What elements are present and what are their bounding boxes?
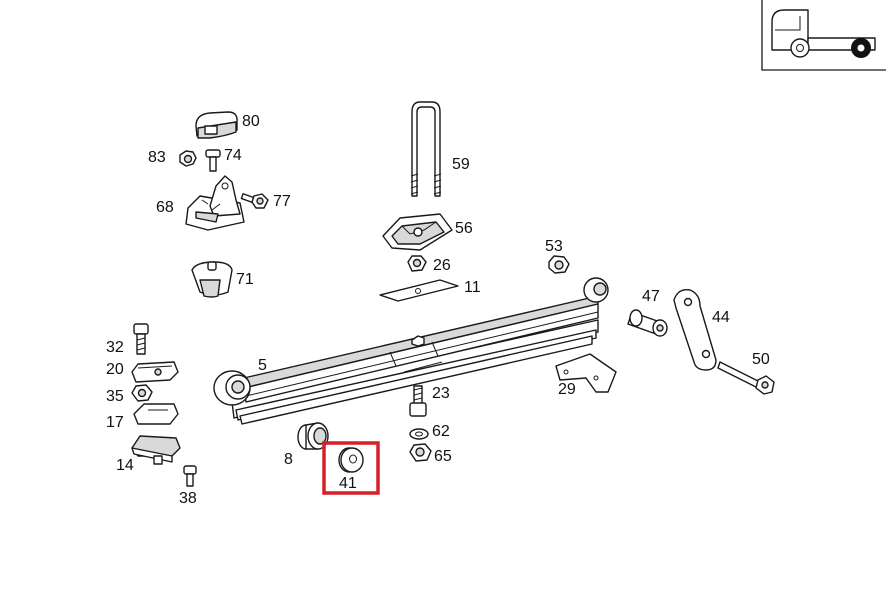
label-71: 71	[236, 271, 254, 288]
label-29: 29	[558, 381, 576, 398]
part-62-washer[interactable]	[409, 428, 429, 440]
part-32-bolt[interactable]	[133, 323, 149, 355]
part-20-plate[interactable]	[131, 361, 179, 383]
label-77: 77	[273, 193, 291, 210]
label-83: 83	[148, 149, 166, 166]
label-17: 17	[106, 414, 124, 431]
part-44-shackle[interactable]	[673, 289, 717, 371]
part-59-u-bolt[interactable]	[410, 101, 442, 197]
label-47: 47	[642, 288, 660, 305]
part-38-bolt[interactable]	[183, 465, 197, 487]
part-47-pin[interactable]	[627, 309, 668, 337]
label-59: 59	[452, 156, 470, 173]
part-17-pad[interactable]	[133, 403, 179, 425]
part-11-shim-plate[interactable]	[379, 279, 459, 302]
part-80-buffer[interactable]	[195, 111, 238, 139]
part-26-nut[interactable]	[407, 255, 427, 272]
label-5: 5	[258, 357, 267, 374]
part-50-bolt[interactable]	[717, 361, 775, 395]
part-65-nut[interactable]	[409, 443, 432, 462]
truck-rear-axle-icon	[761, 0, 886, 71]
label-20: 20	[106, 361, 124, 378]
part-29-bracket[interactable]	[555, 353, 617, 393]
label-11: 11	[464, 279, 481, 296]
part-41-bushing[interactable]	[338, 447, 364, 473]
part-35-nut[interactable]	[131, 384, 153, 402]
label-26: 26	[433, 257, 451, 274]
label-35: 35	[106, 388, 124, 405]
part-56-clamp-plate[interactable]	[382, 213, 453, 251]
label-23: 23	[432, 385, 450, 402]
label-80: 80	[242, 113, 260, 130]
label-74: 74	[224, 147, 242, 164]
label-50: 50	[752, 351, 770, 368]
label-41: 41	[339, 475, 357, 492]
part-23-bolt[interactable]	[409, 385, 427, 417]
highlight-box	[322, 441, 380, 495]
part-14-plate[interactable]	[131, 435, 181, 465]
part-68-bracket[interactable]	[185, 175, 245, 231]
part-74-bolt[interactable]	[205, 149, 221, 172]
part-83-nut[interactable]	[179, 150, 197, 167]
part-71-rubber-spring[interactable]	[191, 261, 233, 298]
label-44: 44	[712, 309, 730, 326]
label-38: 38	[179, 490, 197, 507]
label-8: 8	[284, 451, 293, 468]
part-5-leaf-spring[interactable]	[213, 277, 609, 425]
label-62: 62	[432, 423, 450, 440]
part-77-bolt[interactable]	[240, 193, 269, 209]
label-68: 68	[156, 199, 174, 216]
label-53: 53	[545, 238, 563, 255]
label-56: 56	[455, 220, 473, 237]
label-32: 32	[106, 339, 124, 356]
label-14: 14	[116, 457, 134, 474]
part-53-nut[interactable]	[548, 255, 570, 274]
label-65: 65	[434, 448, 452, 465]
